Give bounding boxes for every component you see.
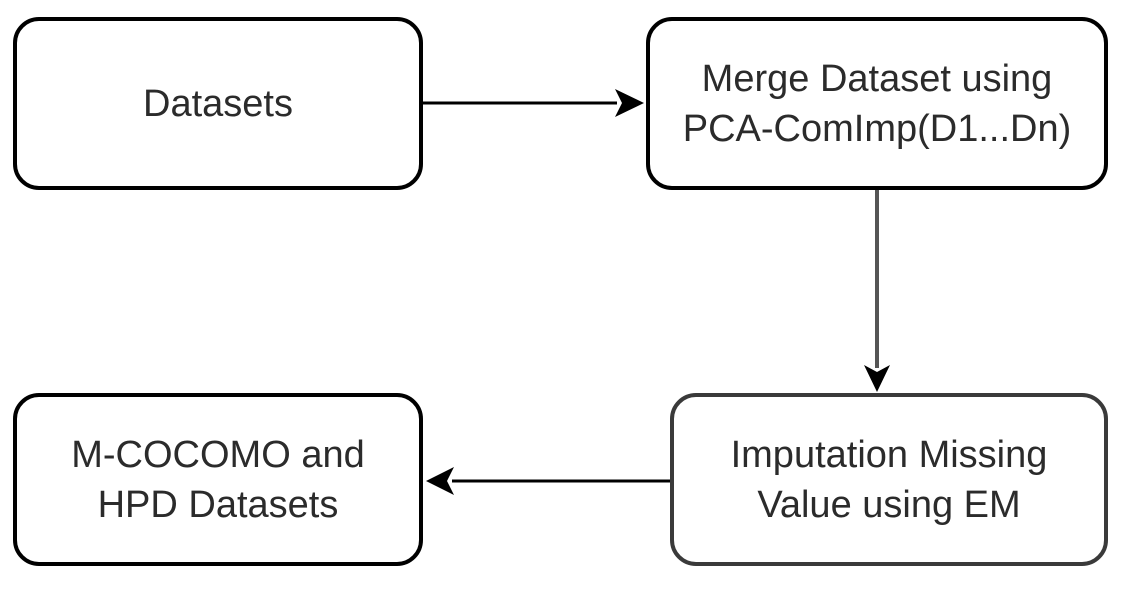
edge-imputation-to-output	[426, 467, 670, 495]
node-datasets-label: Datasets	[143, 82, 293, 125]
edge-datasets-to-merge	[423, 89, 644, 117]
node-merge-label-line2: PCA-ComImp(D1...Dn)	[682, 107, 1072, 150]
node-output-label-line1: M-COCOMO and	[71, 433, 365, 476]
node-datasets: Datasets	[13, 17, 423, 190]
node-merge-dataset: Merge Dataset using PCA-ComImp(D1...Dn)	[646, 17, 1108, 190]
node-output-datasets: M-COCOMO and HPD Datasets	[13, 393, 423, 566]
node-imputation: Imputation Missing Value using EM	[670, 393, 1108, 566]
node-imputation-label-line2: Value using EM	[757, 483, 1021, 526]
node-imputation-label-line1: Imputation Missing	[730, 433, 1048, 476]
node-output-label-line2: HPD Datasets	[97, 483, 339, 526]
edge-merge-to-imputation	[864, 190, 890, 392]
node-merge-label-line1: Merge Dataset using	[701, 57, 1053, 100]
